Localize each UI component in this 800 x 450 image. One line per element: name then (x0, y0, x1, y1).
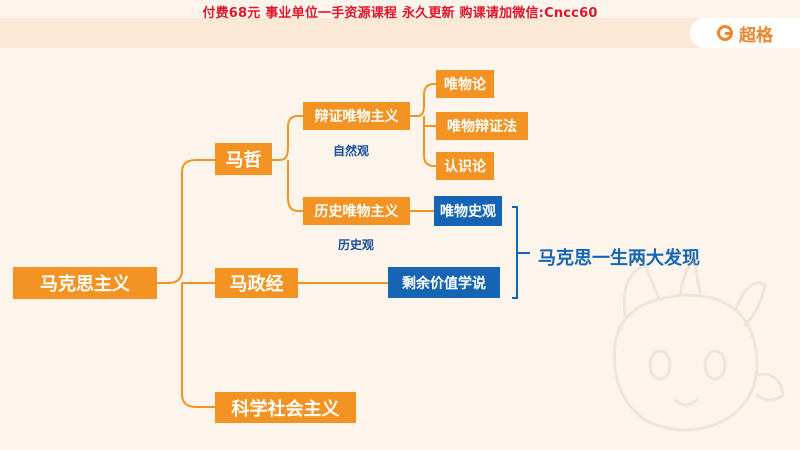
node-shengyu-jiazhi: 剩余价值学说 (388, 267, 500, 298)
label-lishiguan: 历史观 (338, 238, 375, 252)
label-ziranguan: 自然观 (333, 144, 370, 158)
node-lishi-weiwuzhuyi: 历史唯物主义 (303, 197, 410, 225)
mascot-illustration (612, 258, 785, 432)
node-weiwushiguan: 唯物史观 (434, 196, 502, 226)
node-ma-zhe: 马哲 (215, 143, 272, 175)
header-band (0, 18, 800, 48)
brand-name: 超格 (739, 25, 773, 46)
node-ma-zhengjing: 马政经 (215, 268, 298, 298)
node-kexue-shehuizhuyi: 科学社会主义 (215, 392, 356, 423)
node-renshilun: 认识论 (436, 152, 494, 180)
node-weiwubianzhengfa: 唯物辩证法 (436, 112, 528, 140)
two-discoveries-label: 马克思一生两大发现 (538, 248, 700, 269)
node-bianzheng-weiwuzhuyi: 辩证唯物主义 (303, 102, 410, 130)
root-node: 马克思主义 (13, 267, 157, 299)
brand-g-icon (717, 25, 733, 41)
promo-banner: 付费68元 事业单位一手资源课程 永久更新 购课请加微信:Cncc60 (202, 6, 598, 21)
brand-logo: 超格 (690, 18, 800, 48)
node-weiwulun: 唯物论 (436, 70, 494, 98)
